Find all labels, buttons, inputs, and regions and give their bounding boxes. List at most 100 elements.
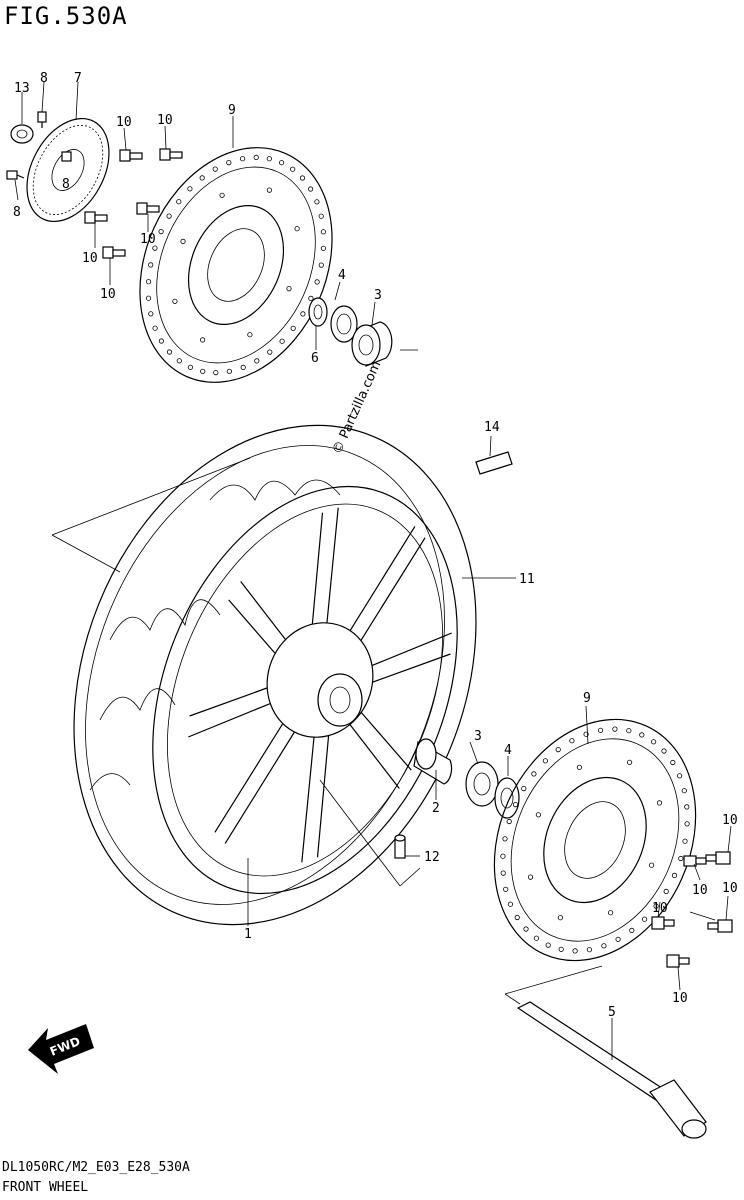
- vent-hole: [531, 771, 537, 777]
- vent-hole: [514, 914, 520, 921]
- vent-hole: [629, 927, 635, 934]
- bolt-part-10-e[interactable]: [102, 246, 126, 259]
- spacer-part-2[interactable]: [413, 738, 453, 785]
- vent-hole: [612, 726, 618, 732]
- vent-hole: [535, 812, 542, 818]
- vent-hole: [279, 338, 285, 344]
- axle-part-5[interactable]: [516, 1001, 707, 1139]
- vent-hole: [512, 801, 519, 808]
- figure-title: FIG.530A: [4, 2, 128, 30]
- vent-hole: [542, 758, 549, 764]
- wheel-spoke: [351, 537, 426, 655]
- callout-1: 1: [244, 927, 252, 942]
- vent-hole: [148, 262, 154, 268]
- callout-12: 12: [424, 850, 440, 865]
- vent-hole: [299, 175, 306, 181]
- vent-hole: [555, 746, 561, 753]
- callout-2: 2: [432, 801, 440, 816]
- callout-11: 11: [519, 572, 535, 587]
- vent-hole: [650, 739, 657, 745]
- bolt-part-10-b[interactable]: [159, 148, 183, 161]
- vent-hole: [187, 364, 193, 370]
- vent-hole: [681, 788, 687, 794]
- wheel-spoke: [359, 632, 452, 672]
- oil-seal-part-4-upper[interactable]: [330, 305, 358, 343]
- bolt-part-10-g[interactable]: [683, 855, 707, 867]
- vent-hole: [294, 226, 300, 232]
- brake-disc-part-9-upper[interactable]: [104, 117, 368, 413]
- screw-part-8-left[interactable]: [6, 170, 25, 180]
- vent-hole: [557, 915, 564, 921]
- wheel-spoke: [316, 727, 330, 858]
- vent-hole: [678, 855, 684, 862]
- vent-hole: [219, 192, 225, 198]
- vent-hole: [676, 773, 683, 779]
- vent-hole: [267, 349, 273, 355]
- vent-hole: [569, 738, 575, 744]
- wheel-spoke: [354, 704, 412, 771]
- callout-8: 8: [40, 71, 48, 86]
- bolt-part-10-a[interactable]: [119, 149, 143, 162]
- oil-seal-part-4-lower[interactable]: [494, 777, 520, 819]
- spacer-part-6[interactable]: [308, 297, 328, 327]
- balancer-weight-part-14[interactable]: [475, 451, 513, 475]
- vent-hole: [166, 213, 172, 219]
- callout-14: 14: [484, 420, 500, 435]
- vent-hole: [507, 901, 513, 907]
- bolt-part-10-j[interactable]: [666, 954, 690, 968]
- vent-hole: [199, 175, 205, 181]
- vent-hole: [158, 229, 164, 235]
- vent-hole: [684, 821, 690, 827]
- screw-part-8-top[interactable]: [37, 111, 47, 128]
- wheel-spoke: [344, 717, 400, 789]
- wheel-spoke: [301, 730, 316, 863]
- screw-part-8-center[interactable]: [61, 151, 72, 162]
- bolt-part-10-i[interactable]: [651, 916, 675, 930]
- vent-hole: [176, 358, 182, 364]
- vent-hole: [240, 364, 246, 370]
- vent-hole: [607, 910, 614, 916]
- callout-10: 10: [157, 113, 173, 128]
- vent-hole: [527, 874, 534, 880]
- bolt-part-10-f[interactable]: [705, 851, 731, 865]
- vent-hole: [318, 213, 324, 219]
- bearing-part-3-lower[interactable]: [465, 761, 499, 807]
- vent-hole: [653, 903, 659, 909]
- bolt-part-10-h[interactable]: [707, 919, 733, 933]
- vent-hole: [212, 166, 218, 172]
- air-valve-part-12[interactable]: [394, 834, 406, 859]
- vent-hole: [266, 187, 272, 193]
- vent-hole: [506, 818, 512, 825]
- nut-part-13[interactable]: [10, 124, 34, 144]
- vent-hole: [572, 948, 578, 954]
- callout-10: 10: [652, 901, 668, 916]
- diagram-code: DL1050RC/M2_E03_E28_530A: [2, 1160, 190, 1175]
- callout-6: 6: [311, 351, 319, 366]
- vent-hole: [521, 785, 527, 792]
- brake-disc-part-9-lower[interactable]: [457, 687, 732, 993]
- vent-hole: [663, 888, 669, 895]
- bearing-part-3-upper[interactable]: [351, 321, 393, 367]
- bolt-part-10-d[interactable]: [84, 211, 108, 224]
- vent-hole: [661, 748, 667, 754]
- vent-hole: [152, 325, 158, 331]
- callout-10: 10: [116, 115, 132, 130]
- vent-hole: [308, 295, 314, 301]
- vent-hole: [641, 916, 648, 922]
- vent-hole: [307, 186, 314, 192]
- vent-hole: [533, 935, 540, 941]
- callout-10: 10: [672, 991, 688, 1006]
- wheel-rim-part-1[interactable]: [96, 441, 514, 939]
- vent-hole: [314, 199, 320, 205]
- vent-hole: [180, 238, 186, 244]
- vent-hole: [266, 156, 272, 162]
- vent-hole: [152, 245, 158, 251]
- vent-hole: [290, 325, 296, 331]
- tire-part-11[interactable]: [2, 365, 548, 986]
- vent-hole: [226, 368, 232, 374]
- vent-hole: [601, 943, 607, 949]
- sensor-rotor-part-7[interactable]: [10, 105, 125, 236]
- bolt-part-10-c[interactable]: [136, 202, 160, 215]
- vent-hole: [500, 870, 506, 876]
